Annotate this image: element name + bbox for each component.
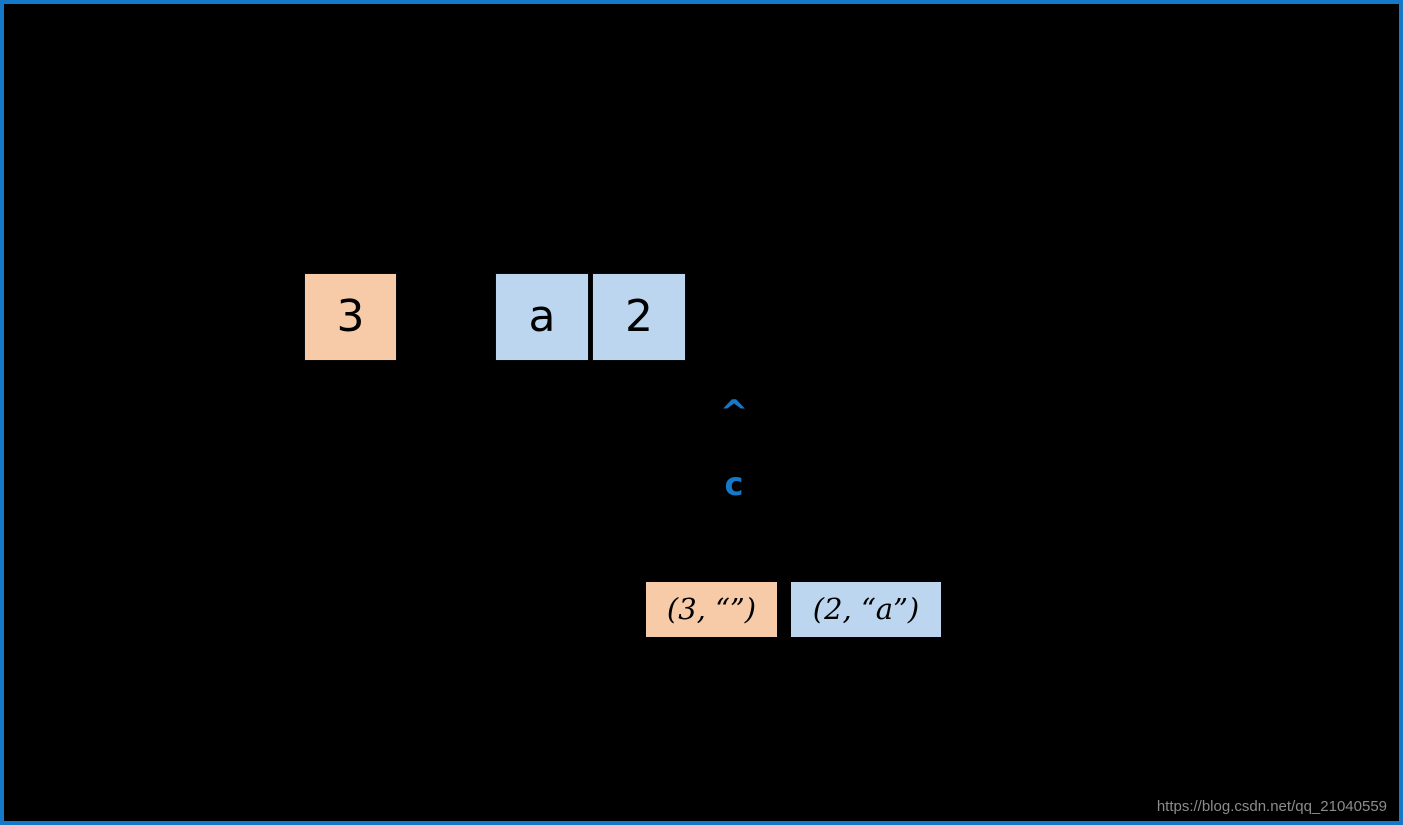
pair-box-character: a [495,273,589,361]
pair-box-group: a 2 [495,273,686,361]
tuple-box-right: (2, “a”) [791,582,941,637]
watermark-url: https://blog.csdn.net/qq_21040559 [1156,798,1387,815]
tuple-box-left: (3, “”) [646,582,777,637]
current-character-label: c [724,465,744,503]
count-box: 3 [304,273,397,361]
pair-box-number: 2 [592,273,686,361]
caret-pointer-icon: ^ [719,393,749,433]
